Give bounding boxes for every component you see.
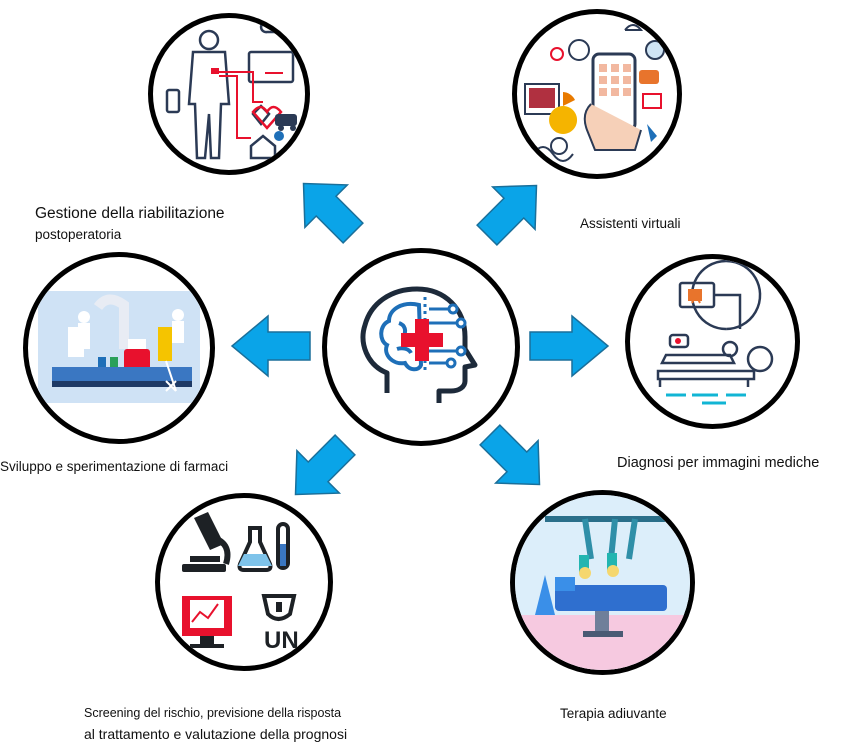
label-imaging: Diagnosi per immagini mediche: [617, 455, 820, 471]
label-rehab-line1: Gestione della riabilitazione: [35, 205, 225, 222]
smartphone-assistant-icon: [524, 24, 665, 162]
arrow-to-screening: [294, 434, 356, 496]
surgical-robot-icon: [515, 495, 690, 670]
label-rehab-line2: postoperatoria: [35, 227, 122, 242]
arrow-to-therapy: [479, 424, 541, 486]
arrow-to-assistants: [476, 184, 538, 246]
microscope-icon: [182, 512, 231, 572]
ct-scanner-icon: [656, 259, 774, 405]
ai-brain-medical-cross-icon: [360, 286, 478, 403]
arrow-to-drugs: [230, 314, 311, 378]
arrow-to-rehab: [302, 182, 364, 244]
node-imaging: [625, 254, 800, 429]
test-tubes-icon: [237, 522, 290, 572]
label-assistants: Assistenti virtuali: [580, 216, 681, 231]
label-therapy: Terapia adiuvante: [560, 706, 667, 721]
label-screening-line2: al trattamento e valutazione della progn…: [84, 726, 348, 742]
node-therapy: [510, 490, 695, 675]
shield-icon: [261, 594, 297, 621]
node-drugs: [23, 252, 215, 444]
node-assistants: [512, 9, 682, 179]
node-screening: UN: [155, 493, 333, 671]
label-drugs: Sviluppo e sperimentazione di farmaci: [0, 459, 229, 474]
node-rehab: [148, 13, 310, 175]
center-node: [322, 248, 520, 446]
arrow-to-imaging: [529, 314, 610, 378]
patient-monitoring-icon: [165, 20, 297, 160]
lab-tools-icon: UN: [182, 512, 299, 654]
label-screening-line1: Screening del rischio, previsione della …: [84, 706, 342, 720]
monitor-chart-icon: [182, 596, 232, 648]
un-text: UN: [264, 627, 299, 654]
pharma-lab-icon: [38, 291, 200, 403]
medical-cross-icon: [401, 319, 443, 361]
